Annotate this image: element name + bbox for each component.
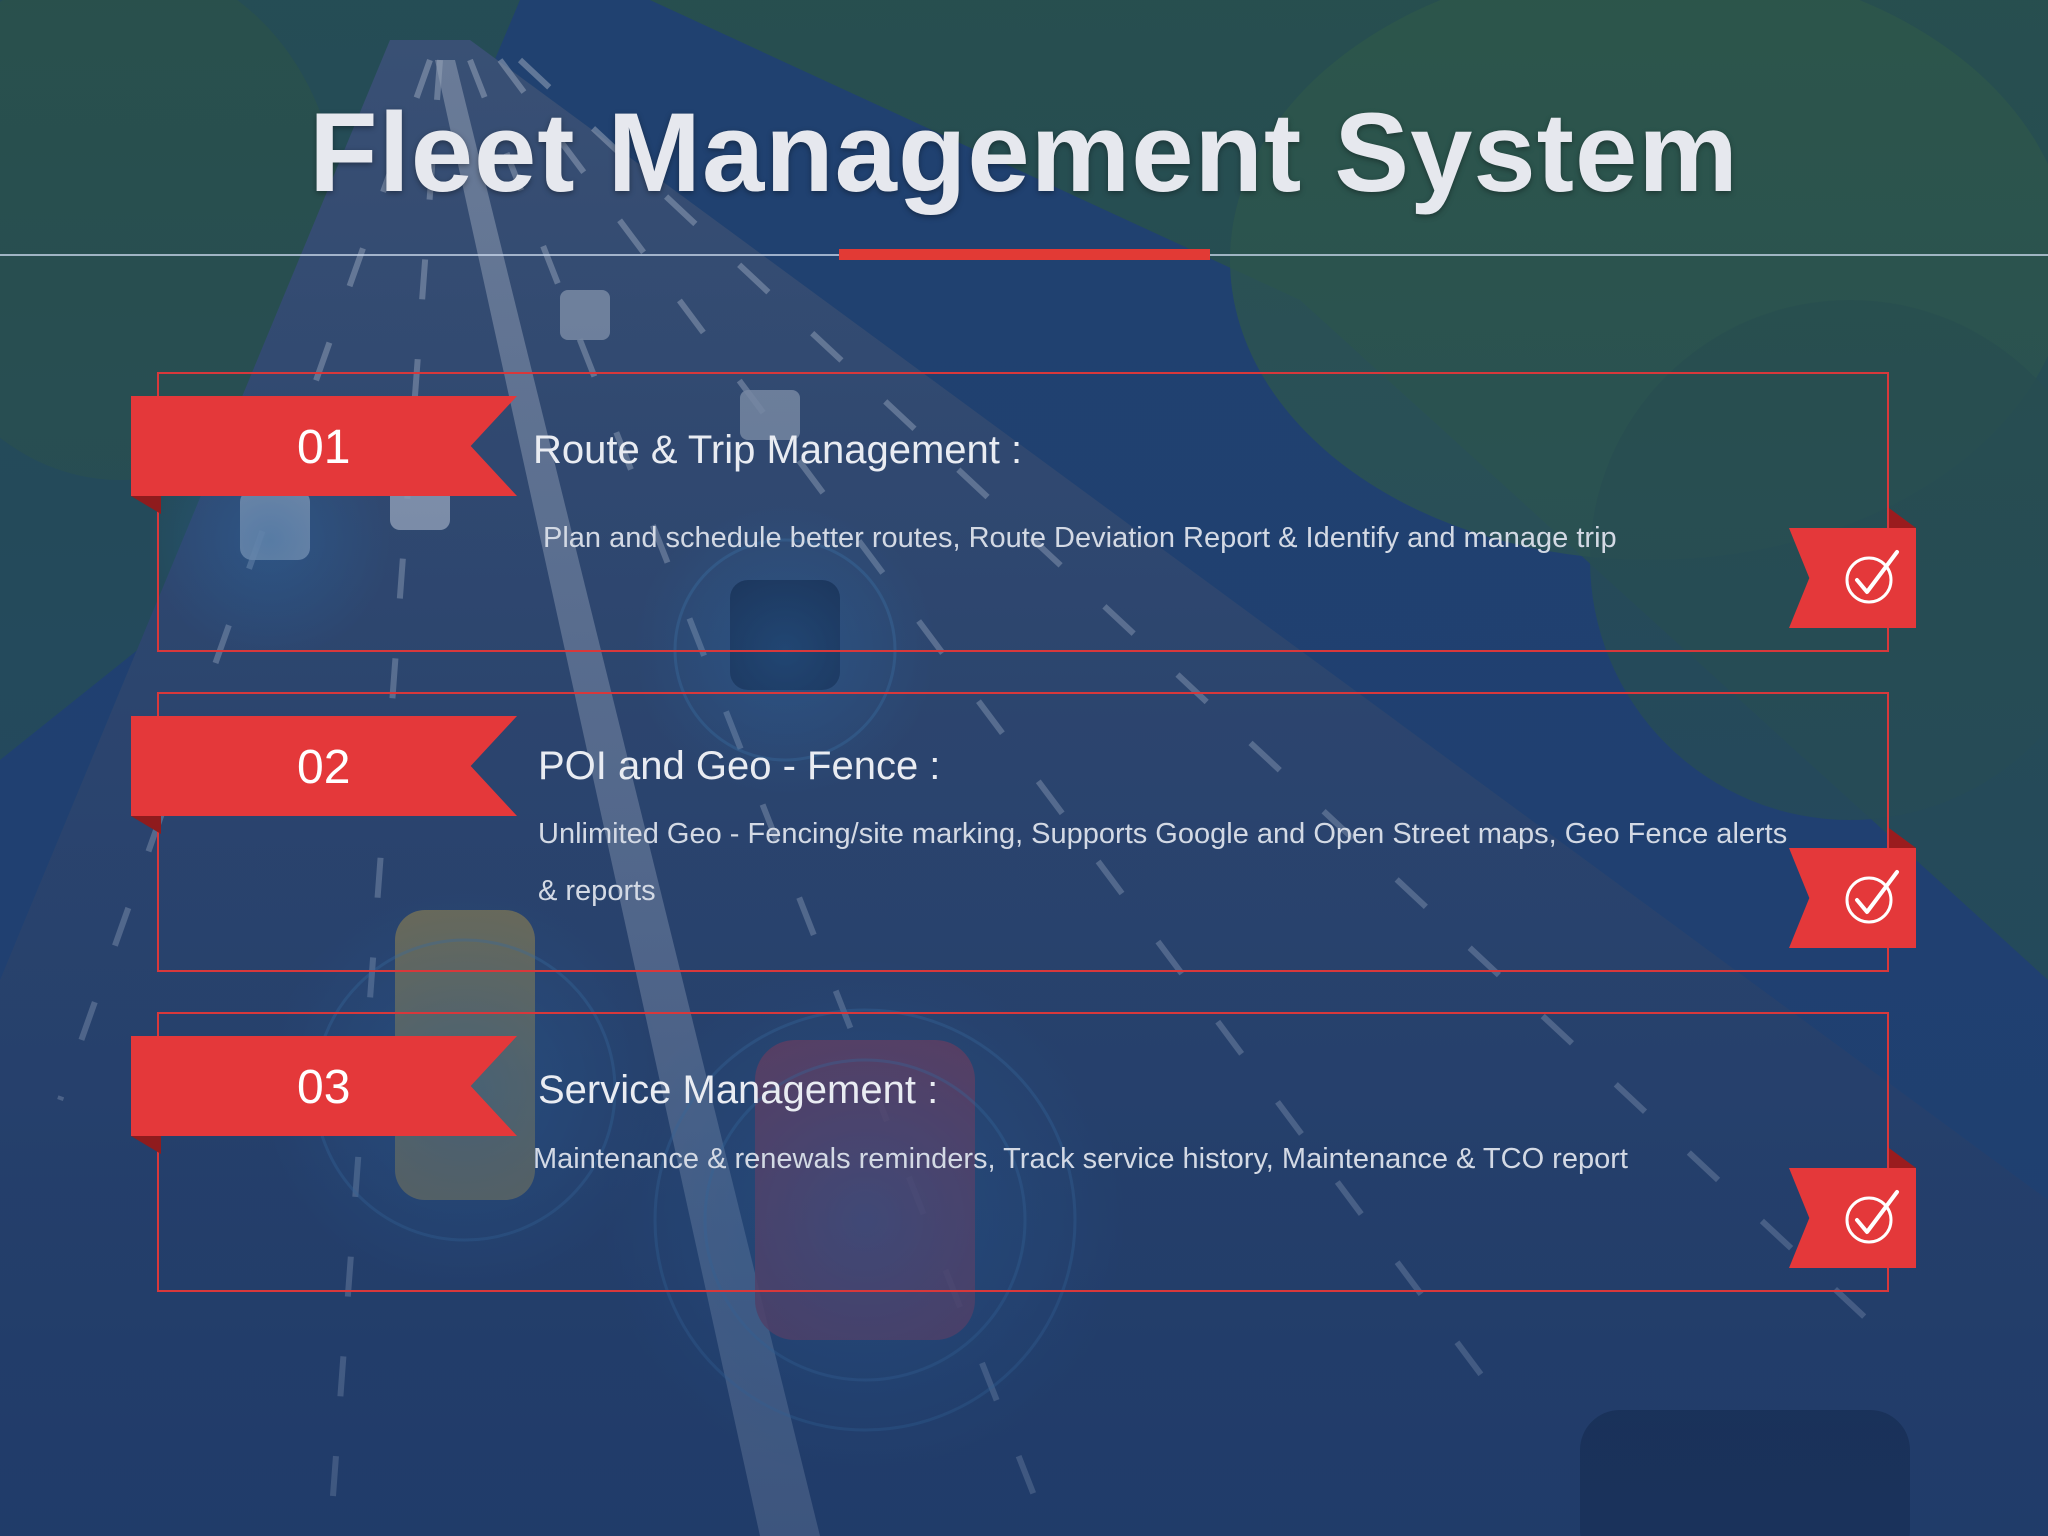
card-number: 02 [297,741,351,794]
card-heading: Service Management : [538,1068,939,1112]
check-badge [1789,528,1916,628]
card-description: Plan and schedule better routes, Route D… [543,522,1617,554]
card-heading: POI and Geo - Fence : [538,744,941,788]
card-number-tag: 03 [131,1036,517,1136]
card-heading: Route & Trip Management : [533,428,1023,472]
card-number-tag: 01 [131,396,517,496]
page-title: Fleet Management System [309,90,1739,215]
card-description: Unlimited Geo - Fencing/site marking, Su… [538,818,1788,907]
check-circle-icon [1845,1190,1899,1244]
check-badge [1789,1168,1916,1268]
check-circle-icon [1845,550,1899,604]
title-accent-bar [839,249,1210,260]
card-number-tag: 02 [131,716,517,816]
check-badge [1789,848,1916,948]
card-number: 03 [297,1061,351,1114]
check-circle-icon [1845,870,1899,924]
card-description: Maintenance & renewals reminders, Track … [533,1143,1628,1175]
card-number: 01 [297,421,351,474]
